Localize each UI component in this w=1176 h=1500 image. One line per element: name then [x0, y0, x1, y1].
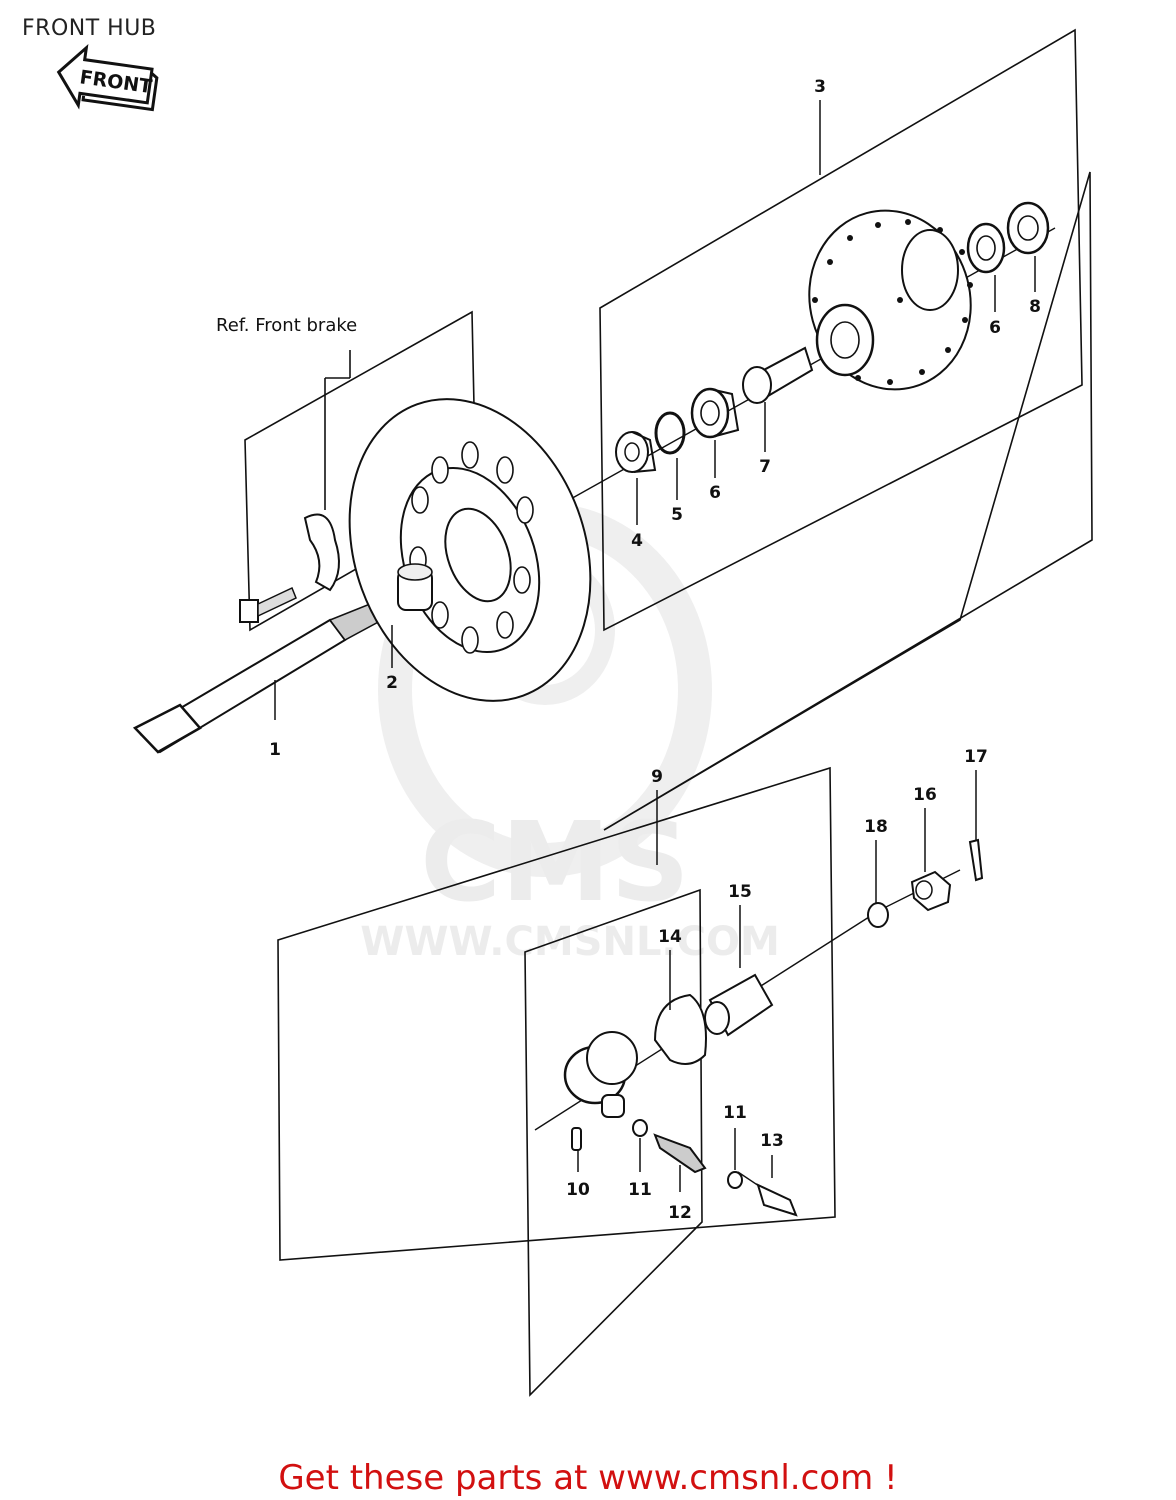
brake-bolt: [239, 586, 297, 623]
callout-15: 15: [728, 882, 752, 902]
callout-13: 13: [760, 1131, 784, 1151]
callout-10: 10: [566, 1180, 590, 1200]
callout-17: 17: [964, 747, 988, 767]
bearing-right: [966, 222, 1006, 274]
footer-parts-link[interactable]: Get these parts at www.cmsnl.com !: [278, 1458, 898, 1498]
front-arrow-icon: [56, 43, 154, 110]
callout-16: 16: [913, 785, 937, 805]
callout-12: 12: [668, 1203, 692, 1223]
watermark-brand: CMS: [420, 798, 689, 926]
gear-housing: [563, 1031, 638, 1118]
callout-6b: 6: [989, 318, 1001, 338]
hub-body: [808, 209, 973, 391]
callout-8: 8: [1029, 297, 1041, 317]
axle: [132, 601, 383, 754]
brake-disc: [348, 398, 592, 702]
callout-11b: 11: [723, 1103, 747, 1123]
frame-gear-inner: [524, 888, 703, 1397]
washer-left: [632, 1119, 648, 1137]
callout-18: 18: [864, 817, 888, 837]
callout-6a: 6: [709, 483, 721, 503]
washer-right: [727, 1171, 743, 1189]
front-arrow-badge: FRONT: [56, 43, 159, 112]
axle-washer: [867, 902, 889, 928]
callout-4: 4: [631, 531, 643, 551]
page-title: FRONT HUB: [22, 16, 157, 41]
oil-seal-right: [1006, 201, 1050, 255]
gear-pin: [571, 1127, 582, 1151]
callout-3: 3: [814, 77, 826, 97]
callout-9: 9: [651, 767, 663, 787]
callout-2: 2: [386, 673, 398, 693]
watermark-url: WWW.CMSNL.COM: [360, 919, 780, 965]
oil-seal: [615, 431, 657, 473]
callout-1: 1: [269, 740, 281, 760]
callout-5: 5: [671, 505, 683, 525]
distance-collar: [742, 346, 814, 404]
bushing: [756, 1183, 798, 1217]
reference-label: Ref. Front brake: [216, 315, 357, 336]
pinion-gear: [653, 1133, 707, 1174]
frame-hub-assembly-3b: [603, 171, 1093, 831]
cotter-pin: [968, 838, 984, 882]
bearing-left: [690, 387, 740, 439]
circlip: [654, 411, 686, 455]
gear-retainer-plate: [653, 993, 707, 1065]
brake-bracket: [303, 513, 340, 592]
callout-14: 14: [658, 927, 682, 947]
speedometer-gear: [704, 973, 774, 1037]
spacer: [397, 563, 433, 611]
frame-hub-assembly-3: [599, 28, 1083, 632]
callout-11a: 11: [628, 1180, 652, 1200]
callout-numbers: 1 2 3 4 5 6 6 7 8 9 10 11 11 12 13 14 15…: [269, 77, 1041, 1223]
frame-gear-assembly-9: [277, 766, 836, 1261]
axle-nut: [910, 870, 952, 912]
callout-7: 7: [759, 457, 771, 477]
